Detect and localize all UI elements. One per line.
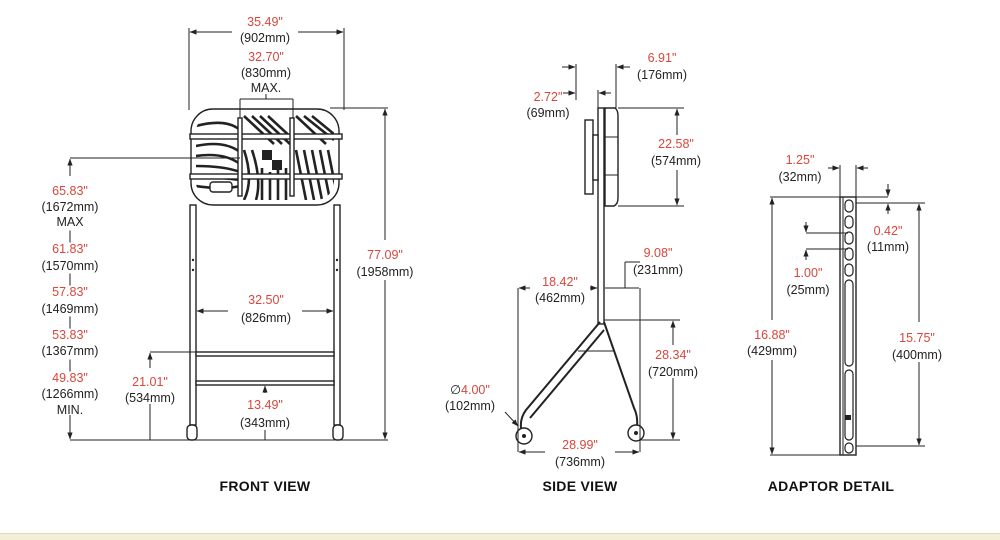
adaptor-length-in: 16.88" [754, 328, 790, 342]
caster-diameter-in: 4.00" [461, 383, 490, 397]
adaptor-length-mm: (429mm) [747, 344, 797, 358]
rear-depth-mm: (231mm) [633, 263, 683, 277]
shelf-height-in: 21.01" [132, 375, 168, 389]
adaptor-detail-title: ADAPTOR DETAIL [768, 478, 895, 494]
adaptor-detail: 1.25" (32mm) 0.42" (11mm) 1.00" (25mm) 1… [747, 153, 942, 494]
hole-pitch-in: 1.00" [794, 266, 823, 280]
center-height-mm: (1570mm) [42, 259, 99, 273]
center-height-in: 53.83" [52, 328, 88, 342]
shelf-clearance-mm: (343mm) [240, 416, 290, 430]
mount-rails [189, 117, 343, 197]
hole-span-in: 15.75" [899, 331, 935, 345]
front-depth-in: 18.42" [542, 275, 578, 289]
top-offset-mm: (11mm) [867, 240, 909, 254]
shelf [195, 351, 335, 386]
display-height-in: 22.58" [658, 137, 694, 151]
separator: | [68, 272, 71, 286]
side-view-title: SIDE VIEW [542, 478, 618, 494]
mount-offset-mm: (69mm) [526, 106, 569, 120]
caster-diameter: ∅4.00" [450, 383, 490, 397]
center-height-min-mm: (1266mm) [42, 387, 99, 401]
base-depth-in: 28.99" [562, 438, 598, 452]
center-height-max-mm: (1672mm) [42, 200, 99, 214]
base-depth-mm: (736mm) [555, 455, 605, 469]
center-height-min-note: MIN. [57, 403, 83, 417]
overall-width-mm: (902mm) [240, 31, 290, 45]
inner-width-in: 32.50" [248, 293, 284, 307]
hole-span-mm: (400mm) [892, 348, 942, 362]
side-view: 6.91" (176mm) 2.72" (69mm) 22.58" (574mm… [445, 51, 701, 494]
rear-leg [603, 321, 639, 427]
front-depth-mm: (462mm) [535, 291, 585, 305]
separator: | [68, 315, 71, 329]
display-depth-mm: (176mm) [637, 68, 687, 82]
top-offset-in: 0.42" [874, 224, 903, 238]
adaptor-width-mm: (32mm) [778, 170, 821, 184]
separator: | [68, 229, 71, 243]
adaptor-width-in: 1.25" [786, 153, 815, 167]
display-depth-in: 6.91" [648, 51, 677, 65]
stand-legs [186, 204, 344, 441]
separator: | [68, 358, 71, 372]
hole-pitch-mm: (25mm) [786, 283, 829, 297]
front-leg [519, 321, 601, 429]
center-height-mm: (1469mm) [42, 302, 99, 316]
rear-depth-in: 9.08" [644, 246, 673, 260]
footer-strip [0, 533, 1000, 540]
inner-width-mm: (826mm) [241, 311, 291, 325]
mount-offset-in: 2.72" [534, 90, 563, 104]
overall-width-in: 35.49" [247, 15, 283, 29]
center-height-in: 57.83" [52, 285, 88, 299]
mount-width-in: 32.70" [248, 50, 284, 64]
mount-width-note: MAX. [251, 81, 282, 95]
shelf-height-mm: (534mm) [125, 391, 175, 405]
display-screen [190, 108, 340, 206]
display-height-mm: (574mm) [651, 154, 701, 168]
diameter-symbol: ∅ [450, 383, 461, 397]
base-height-in: 28.34" [655, 348, 691, 362]
center-height-max-in: 65.83" [52, 184, 88, 198]
front-view: 35.49" (902mm) 32.70" (830mm) MAX. 32.50… [42, 15, 414, 494]
front-view-title: FRONT VIEW [220, 478, 311, 494]
center-height-list: 65.83" (1672mm) MAX | 61.83" (1570mm) | … [42, 184, 99, 417]
display-profile [604, 107, 619, 207]
overall-height-mm: (1958mm) [357, 265, 414, 279]
overall-height-in: 77.09" [367, 248, 403, 262]
adaptor-slots [844, 199, 854, 454]
base-height-mm: (720mm) [648, 365, 698, 379]
center-height-min-in: 49.83" [52, 371, 88, 385]
shelf-clearance-in: 13.49" [247, 398, 283, 412]
pole [597, 107, 605, 325]
caster-diameter-mm: (102mm) [445, 399, 495, 413]
mount-width-mm: (830mm) [241, 66, 291, 80]
center-height-max-note: MAX [56, 215, 84, 229]
center-height-mm: (1367mm) [42, 344, 99, 358]
mount-plate [584, 119, 594, 195]
center-height-in: 61.83" [52, 242, 88, 256]
